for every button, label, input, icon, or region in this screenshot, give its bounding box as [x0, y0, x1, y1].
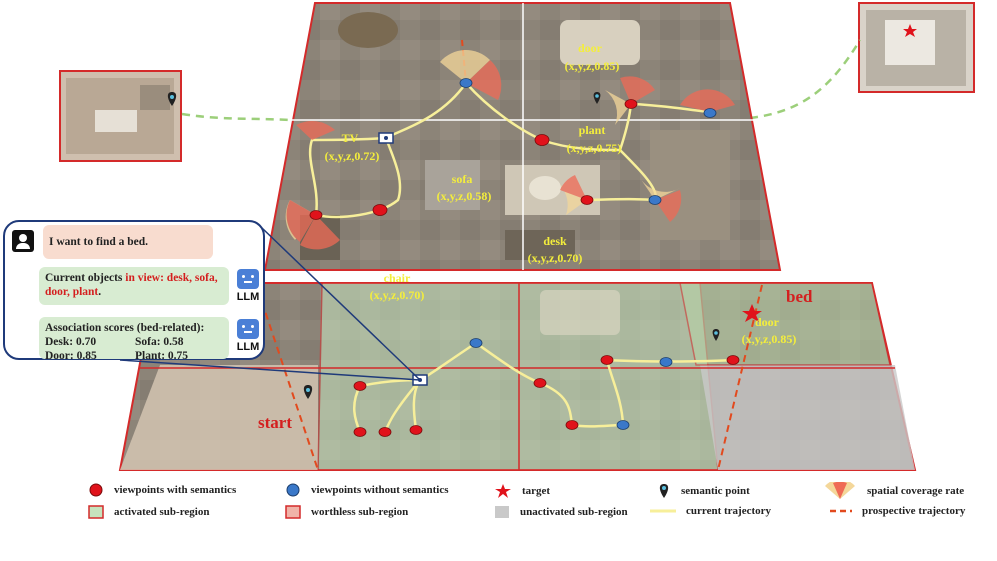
left-thumbnail [59, 70, 182, 162]
legend-semantic-point: semantic point [657, 483, 750, 499]
legend-text: viewpoints without semantics [311, 484, 449, 496]
unactivated-sub-region [700, 365, 915, 470]
llm-label: LLM [236, 291, 260, 303]
semantic-viewpoints [309, 99, 740, 437]
llm-objects-suffix: . [98, 286, 102, 298]
map-pin-icon [659, 484, 669, 498]
bed-label: bed [786, 287, 813, 306]
desk-label: desk [543, 234, 567, 248]
target-star-icon [903, 24, 917, 37]
legend-semantic-viewpoint: viewpoints with semantics [88, 483, 236, 497]
legend-spatial-coverage: spatial coverage rate [823, 482, 964, 500]
legend-worthless: worthless sub-region [285, 505, 408, 519]
legend-prospective-trajectory: prospective trajectory [830, 505, 965, 517]
desk-coord: (x,y,z,0.70) [528, 251, 583, 265]
target-star-icon [742, 304, 762, 322]
blue-dot-icon [286, 483, 300, 497]
robot-marker-upper [378, 132, 394, 144]
llm-objects-prefix: Current objects [45, 272, 126, 284]
llm-message-scores: Association scores (bed-related): Desk: … [39, 317, 229, 362]
chair-label: chair [384, 271, 411, 285]
legend-nonsemantic-viewpoint: viewpoints without semantics [285, 483, 449, 497]
legend-text: spatial coverage rate [867, 485, 965, 497]
coverage-fan-icon [825, 482, 855, 499]
activated-square-icon [88, 505, 104, 519]
semantic-point-icon [303, 385, 313, 399]
llm-reasoning-panel: I want to find a bed. Current objects in… [3, 220, 265, 362]
llm-robot-icon: LLM [234, 269, 262, 303]
door-label-lower: door [755, 315, 780, 329]
spatial-coverage-fans [285, 50, 735, 250]
thumbnail-connector-left [181, 112, 291, 122]
tv-label: TV [342, 131, 359, 145]
prospective-trajectory-right [717, 284, 763, 471]
door-coord-upper: (x,y,z,0.85) [565, 59, 620, 73]
semantic-point-icon [593, 92, 601, 104]
legend-text: prospective trajectory [862, 505, 966, 517]
legend-text: activated sub-region [114, 506, 210, 518]
legend: viewpoints with semantics viewpoints wit… [0, 480, 997, 520]
thumbnail-connector-right [749, 39, 862, 120]
score-door: Door: 0.85 [45, 350, 97, 362]
prospective-trajectory-left [257, 289, 319, 471]
legend-activated: activated sub-region [88, 505, 209, 519]
solid-line-icon [650, 509, 676, 513]
panel-connector [261, 227, 421, 381]
legend-text: viewpoints with semantics [114, 484, 237, 496]
door-coord-lower: (x,y,z,0.85) [742, 332, 797, 346]
dashed-line-icon [830, 509, 852, 513]
panel-connector [119, 359, 421, 381]
user-message-text: I want to find a bed. [49, 236, 149, 248]
worthless-square-icon [285, 505, 301, 519]
legend-unactivated: unactivated sub-region [494, 505, 628, 519]
llm-message-objects: Current objects in view: desk, sofa, doo… [39, 267, 229, 305]
llm-objects-list: in view: desk, sofa, door, plant [45, 272, 218, 298]
semantic-point-icon [712, 329, 720, 341]
star-icon [495, 484, 511, 498]
legend-text: unactivated sub-region [520, 506, 628, 518]
user-avatar-icon [12, 230, 34, 252]
start-label: start [258, 413, 292, 432]
sofa-label: sofa [452, 172, 473, 186]
non-semantic-viewpoints [459, 78, 717, 430]
legend-target: target [494, 483, 550, 499]
red-dot-icon [89, 483, 103, 497]
legend-current-trajectory: current trajectory [650, 505, 771, 517]
score-sofa: Sofa: 0.58 [135, 336, 184, 348]
scores-heading: Association scores (bed-related): [45, 322, 205, 334]
legend-text: target [522, 485, 551, 497]
legend-text: worthless sub-region [311, 506, 409, 518]
plant-label: plant [579, 123, 606, 137]
score-plant: Plant: 0.75 [135, 350, 189, 362]
plant-coord: (x,y,z,0.75) [567, 141, 622, 155]
user-message: I want to find a bed. [43, 225, 213, 259]
legend-text: current trajectory [686, 505, 771, 517]
tv-coord: (x,y,z,0.72) [325, 149, 380, 163]
legend-text: semantic point [681, 485, 750, 497]
llm-label: LLM [236, 341, 260, 353]
door-label-upper: door [578, 41, 603, 55]
right-thumbnail [858, 2, 975, 93]
sofa-coord: (x,y,z,0.58) [437, 189, 492, 203]
unactivated-square-icon [495, 506, 509, 518]
chair-coord: (x,y,z,0.70) [370, 288, 425, 302]
semantic-point-icon [167, 92, 177, 106]
llm-robot-icon: LLM [234, 319, 262, 353]
score-desk: Desk: 0.70 [45, 336, 97, 348]
